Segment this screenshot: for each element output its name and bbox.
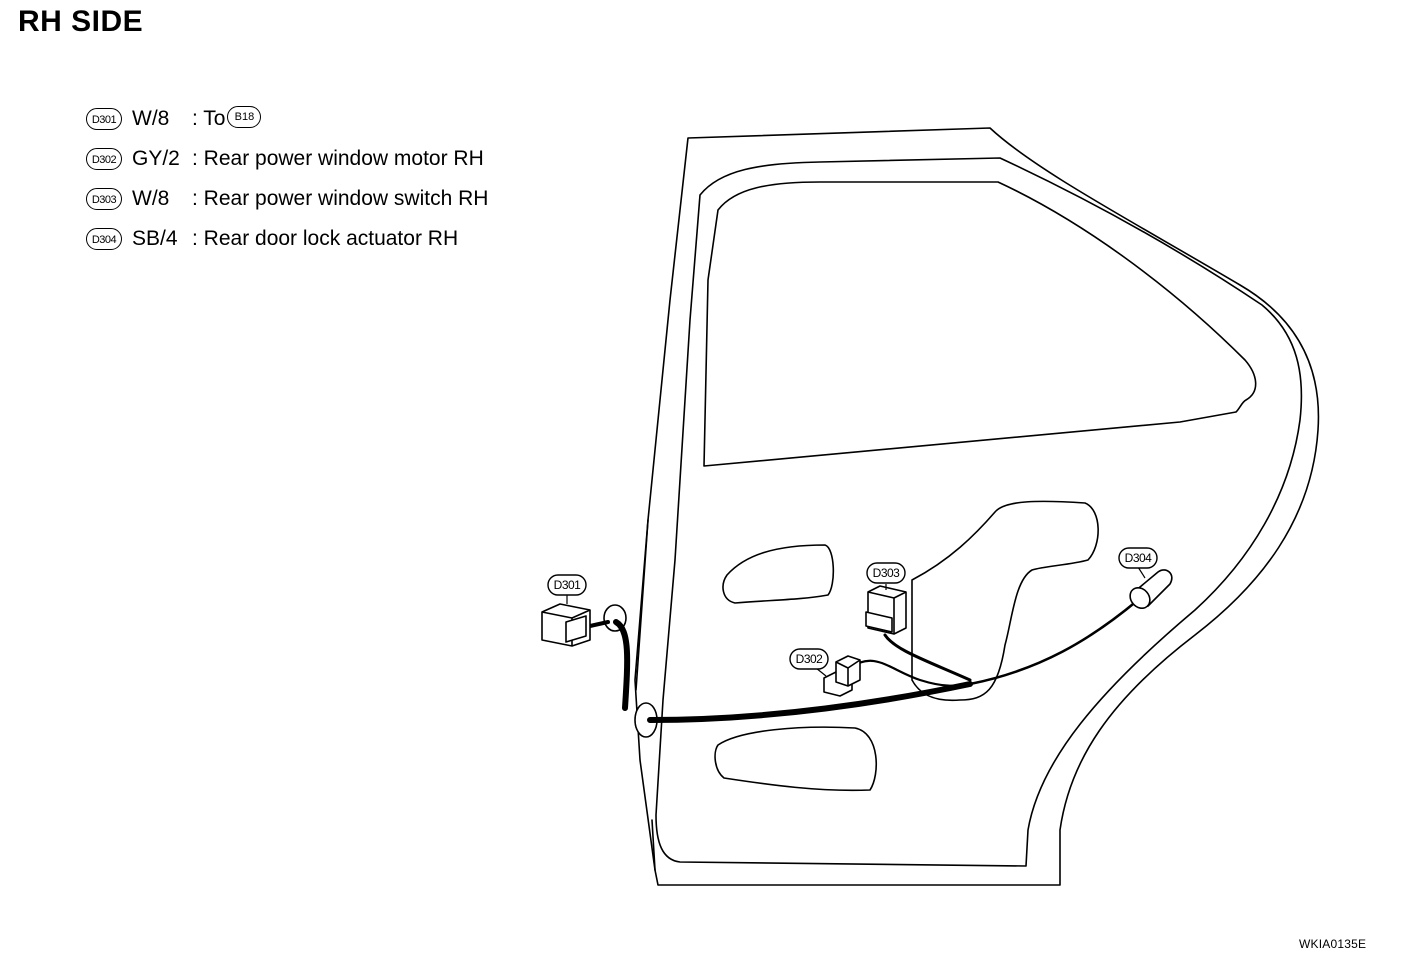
- connector-description: : Rear door lock actuator RH: [192, 227, 459, 250]
- connector-d302-body: [823, 655, 861, 697]
- connector-description: : Rear power window switch RH: [192, 187, 489, 210]
- figure-id: WKIA0135E: [1299, 937, 1367, 951]
- connector-spec: W/8: [132, 187, 170, 210]
- callout-label: D301: [554, 578, 582, 592]
- window-opening: [703, 181, 1257, 467]
- connector-badge: D304: [86, 228, 122, 250]
- connector-spec: W/8: [132, 107, 170, 130]
- connector-d304-body: [1129, 569, 1173, 610]
- connector-spec: GY/2: [132, 147, 180, 170]
- harness-d301-stub: [588, 620, 610, 628]
- harness-d303-branch: [883, 633, 972, 682]
- connector-d301-body: [541, 603, 591, 647]
- connector-description: : Rear power window motor RH: [192, 147, 484, 170]
- page-title: RH SIDE: [18, 5, 144, 38]
- callout-d303: D303: [866, 562, 906, 584]
- callout-leader-d304: [1137, 566, 1146, 579]
- harness-main: [613, 619, 973, 723]
- door-inner-outline: [655, 157, 1303, 867]
- callout-d304: D304: [1118, 547, 1158, 569]
- legend-row-d302: D302 GY/2 : Rear power window motor RH: [86, 144, 586, 184]
- callout-d302: D302: [789, 648, 829, 670]
- connector-description-text: : To: [192, 107, 226, 130]
- connector-badge: D301: [86, 108, 122, 130]
- connector-badge: D303: [86, 188, 122, 210]
- legend-row-d303: D303 W/8 : Rear power window switch RH: [86, 184, 586, 224]
- connector-badge: D302: [86, 148, 122, 170]
- legend-row-d304: D304 SB/4 : Rear door lock actuator RH: [86, 224, 586, 264]
- connector-d303-body: [865, 585, 907, 635]
- callout-label: D302: [796, 652, 824, 666]
- reference-badge: B18: [227, 106, 262, 129]
- callout-label: D304: [1125, 551, 1153, 565]
- callout-d301: D301: [547, 574, 587, 596]
- callout-label: D303: [873, 566, 901, 580]
- door-edge-trim: [635, 519, 656, 871]
- connector-spec: SB/4: [132, 227, 178, 250]
- panel-cutout-upper: [722, 544, 835, 604]
- panel-cutout-lower: [714, 726, 878, 792]
- door-outer-outline: [634, 127, 1320, 886]
- harness-d302-branch: [848, 659, 972, 687]
- harness-d304-branch: [968, 598, 1140, 686]
- panel-cutout-large: [911, 500, 1099, 702]
